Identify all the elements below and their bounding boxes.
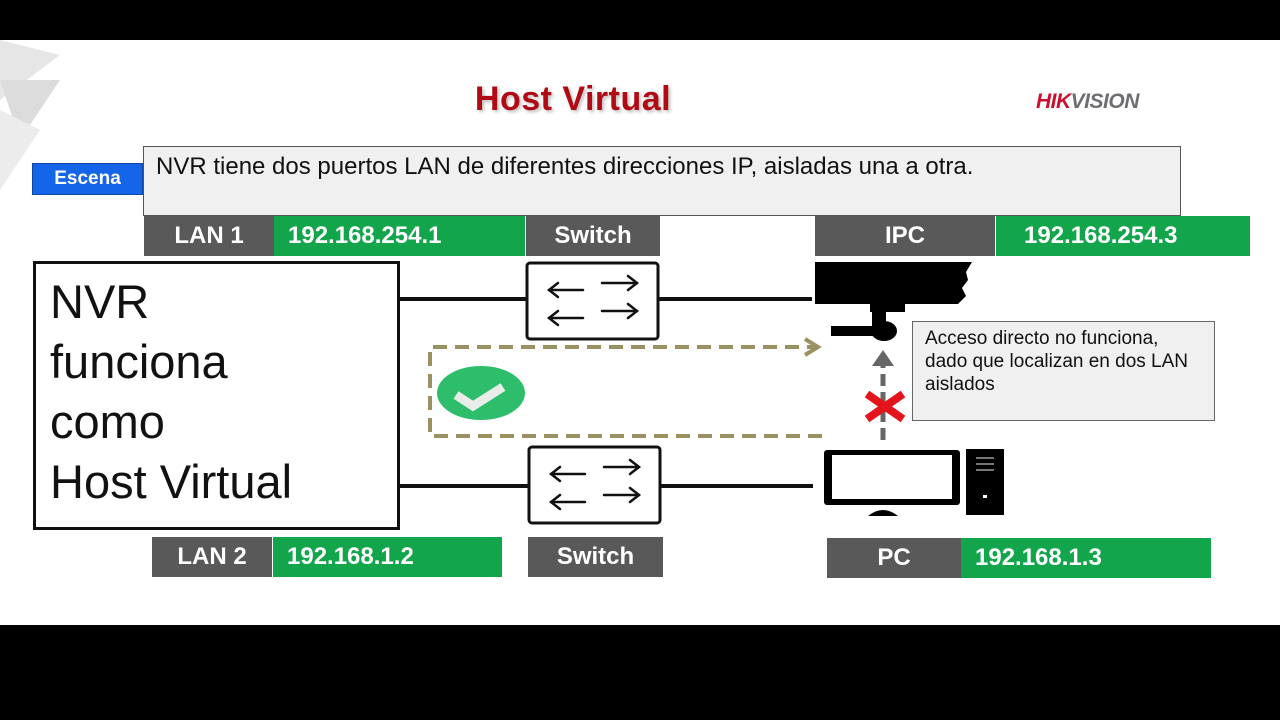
lan1-switch-label: Switch [526, 216, 660, 256]
scene-description: NVR tiene dos puertos LAN de diferentes … [143, 146, 1181, 216]
lan2-ip: 192.168.1.2 [273, 537, 502, 577]
lan1-ip: 192.168.254.1 [274, 216, 525, 256]
logo-part-vision: VISION [1070, 90, 1140, 113]
nvr-line-1: NVR [50, 275, 150, 328]
slide-title: Host Virtual [474, 80, 672, 118]
desktop-computer-icon [824, 449, 1004, 516]
switch-1-icon [525, 261, 660, 341]
nvr-line-3: como [50, 395, 165, 448]
lan1-label: LAN 1 [144, 216, 274, 256]
switch-2-icon [527, 445, 662, 525]
decorative-triangles [0, 40, 60, 190]
logo-part-hik: HIK [1036, 90, 1071, 113]
nvr-relay-path [428, 345, 822, 438]
network-diagram [400, 261, 1004, 525]
ipc-ip: 192.168.254.3 [996, 216, 1250, 256]
ipc-label: IPC [815, 216, 995, 256]
relay-arrow-head [803, 337, 822, 357]
nvr-line-2: funciona [50, 335, 228, 388]
lan2-label: LAN 2 [152, 537, 272, 577]
slide: Host Virtual HIKVISION Escena NVR tiene … [0, 40, 1280, 625]
scene-tag: Escena [32, 163, 143, 195]
red-x-icon [864, 390, 906, 423]
lan2-switch-label: Switch [528, 537, 663, 577]
pc-ip: 192.168.1.3 [961, 538, 1211, 578]
nvr-line-4: Host Virtual [50, 455, 293, 508]
pc-label: PC [827, 538, 961, 578]
hikvision-logo: HIKVISION [1036, 90, 1139, 114]
nvr-host-box: NVR funciona como Host Virtual [33, 261, 400, 530]
ip-camera-icon [815, 262, 972, 341]
direct-access-note: Acceso directo no funciona, dado que loc… [912, 321, 1215, 421]
check-circle-icon [437, 366, 525, 420]
